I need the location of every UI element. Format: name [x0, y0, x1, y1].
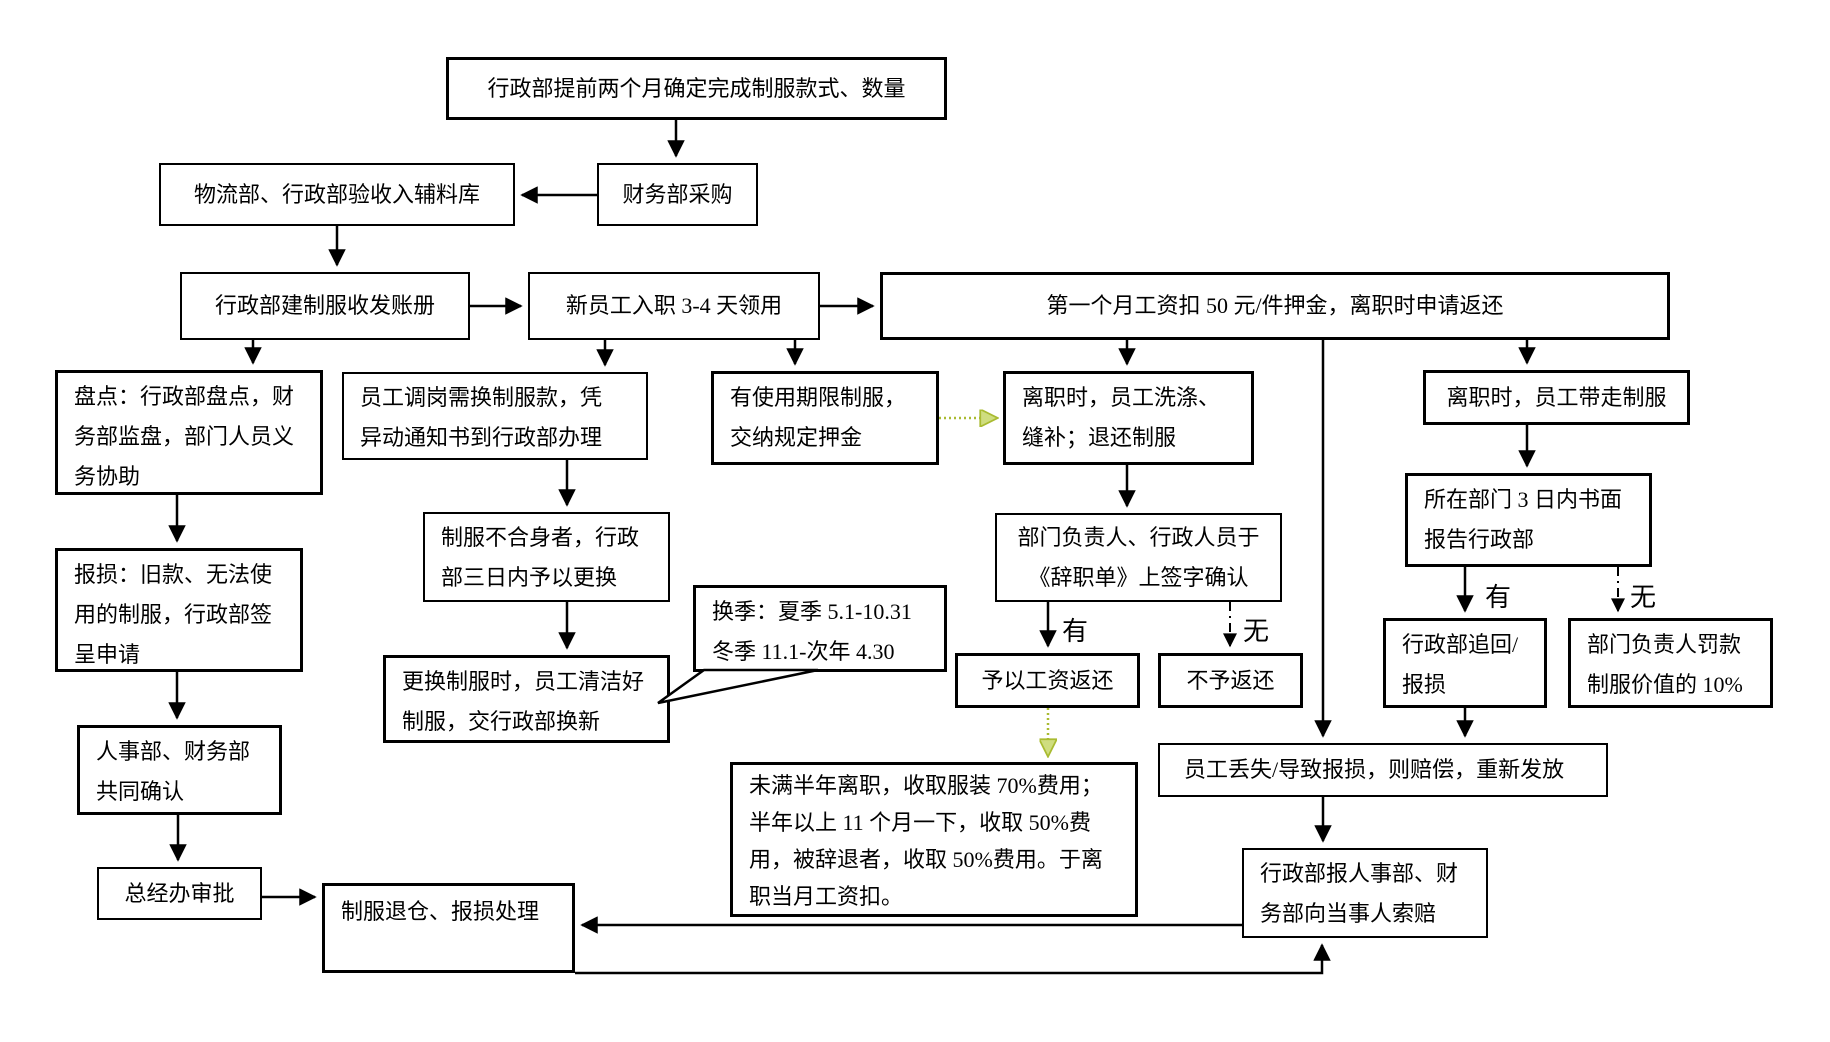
node-uniform-ledger: 行政部建制服收发账册	[180, 272, 470, 340]
node-inventory-check: 盘点：行政部盘点，财 务部监盘，部门人员义 务协助	[55, 370, 323, 495]
node-refund-with-salary: 予以工资返还	[955, 653, 1140, 708]
label-sign-no: 无	[1243, 617, 1269, 646]
node-admin-recover: 行政部追回/ 报损	[1383, 618, 1547, 708]
node-manager-fine-10pct: 部门负责人罚款 制服价值的 10%	[1568, 618, 1773, 708]
season-callout-tail	[657, 668, 819, 705]
node-unfit-replace: 制服不合身者，行政 部三日内予以更换	[423, 512, 670, 602]
node-claim-compensation: 行政部报人事部、财 务部向当事人索赔	[1242, 848, 1488, 938]
node-job-transfer-change: 员工调岗需换制服款，凭 异动通知书到行政部办理	[342, 372, 648, 460]
node-clean-before-replace: 更换制服时，员工清洁好 制服，交行政部换新	[383, 655, 670, 743]
node-salary-deposit: 第一个月工资扣 50 元/件押金，离职时申请返还	[880, 272, 1670, 340]
node-damage-report: 报损：旧款、无法使 用的制服，行政部签 呈申请	[55, 548, 303, 672]
label-report-yes: 有	[1485, 583, 1511, 612]
node-gm-office-approval: 总经办审批	[97, 867, 262, 920]
node-new-employee-issue: 新员工入职 3-4 天领用	[528, 272, 820, 340]
connector-return-to-claim-loop	[575, 943, 1331, 975]
node-season-change-callout: 换季：夏季 5.1-10.31 冬季 11.1-次年 4.30	[693, 585, 947, 672]
node-resignation-sign-confirm: 部门负责人、行政人员于 《辞职单》上签字确认	[995, 513, 1282, 602]
node-hr-finance-confirm: 人事部、财务部 共同确认	[77, 725, 282, 815]
node-lost-compensate-reissue: 员工丢失/导致报损，则赔偿，重新发放	[1158, 743, 1608, 797]
node-take-uniform-away: 离职时，员工带走制服	[1423, 370, 1690, 425]
node-inspect-into-warehouse: 物流部、行政部验收入辅料库	[159, 163, 515, 226]
node-return-warehouse: 制服退仓、报损处理	[322, 883, 575, 973]
node-finance-purchase: 财务部采购	[597, 163, 758, 226]
node-resign-wash-return: 离职时，员工洗涤、 缝补；退还制服	[1003, 371, 1254, 465]
node-no-refund: 不予返还	[1158, 653, 1303, 708]
label-report-no: 无	[1630, 583, 1656, 612]
node-style-quantity-confirm: 行政部提前两个月确定完成制服款式、数量	[446, 57, 947, 120]
label-sign-yes: 有	[1062, 617, 1088, 646]
node-report-within-3-days: 所在部门 3 日内书面 报告行政部	[1405, 473, 1652, 567]
node-cost-deduction-rule: 未满半年离职，收取服装 70%费用； 半年以上 11 个月一下，收取 50%费 …	[730, 762, 1138, 917]
node-limited-term-deposit: 有使用期限制服， 交纳规定押金	[711, 371, 939, 465]
